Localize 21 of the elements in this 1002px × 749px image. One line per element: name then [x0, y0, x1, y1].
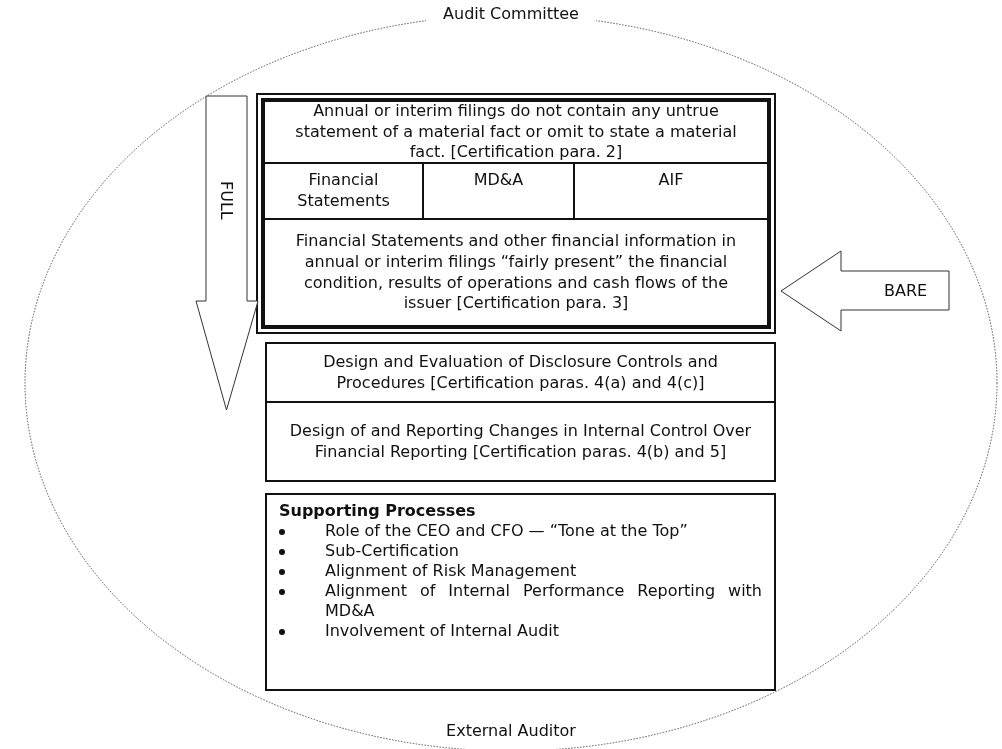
statement-text: Design of and Reporting Changes in Internal Control Over Financial Reporting [Certification paras. 4(b) and 5] [288, 420, 753, 463]
statement-text: Annual or interim filings do not contain any untrue statement of a material fact or omit to state a material fact. [Certification para. 2] [294, 100, 738, 164]
statement-box [263, 218, 769, 327]
statement-box [265, 401, 776, 482]
bullet-item: Sub-Certification [325, 541, 459, 560]
statement-box [265, 342, 776, 403]
list-panel [265, 493, 776, 691]
bullet-item: Involvement of Internal Audit [325, 621, 560, 640]
statement-text: Financial Statements and other financial information in annual or interim filings “fairly present” the financial condition, results of operations and cash flows of the issuer [Certification para. 3] [294, 230, 738, 315]
cell-text: AIF [658, 170, 684, 191]
bullet-item: Alignment of Internal Performance Reporting with MD&A [325, 581, 762, 620]
arrow-label: BARE [884, 281, 928, 300]
statement-text: Design and Evaluation of Disclosure Controls and Procedures [Certification paras. 4(a) and 4(c)] [322, 351, 719, 394]
cell-text: Financial Statements [296, 170, 391, 212]
arrow-label: FULL [217, 181, 236, 220]
bullet-item: Role of the CEO and CFO — “Tone at the Top” [325, 521, 688, 540]
framed-panel [256, 93, 776, 334]
list-heading: Supporting Processes [279, 501, 477, 521]
bullet-item: Alignment of Risk Management [325, 561, 577, 580]
ellipse-label: Audit Committee [426, 4, 596, 23]
cell-text: MD&A [473, 170, 524, 191]
